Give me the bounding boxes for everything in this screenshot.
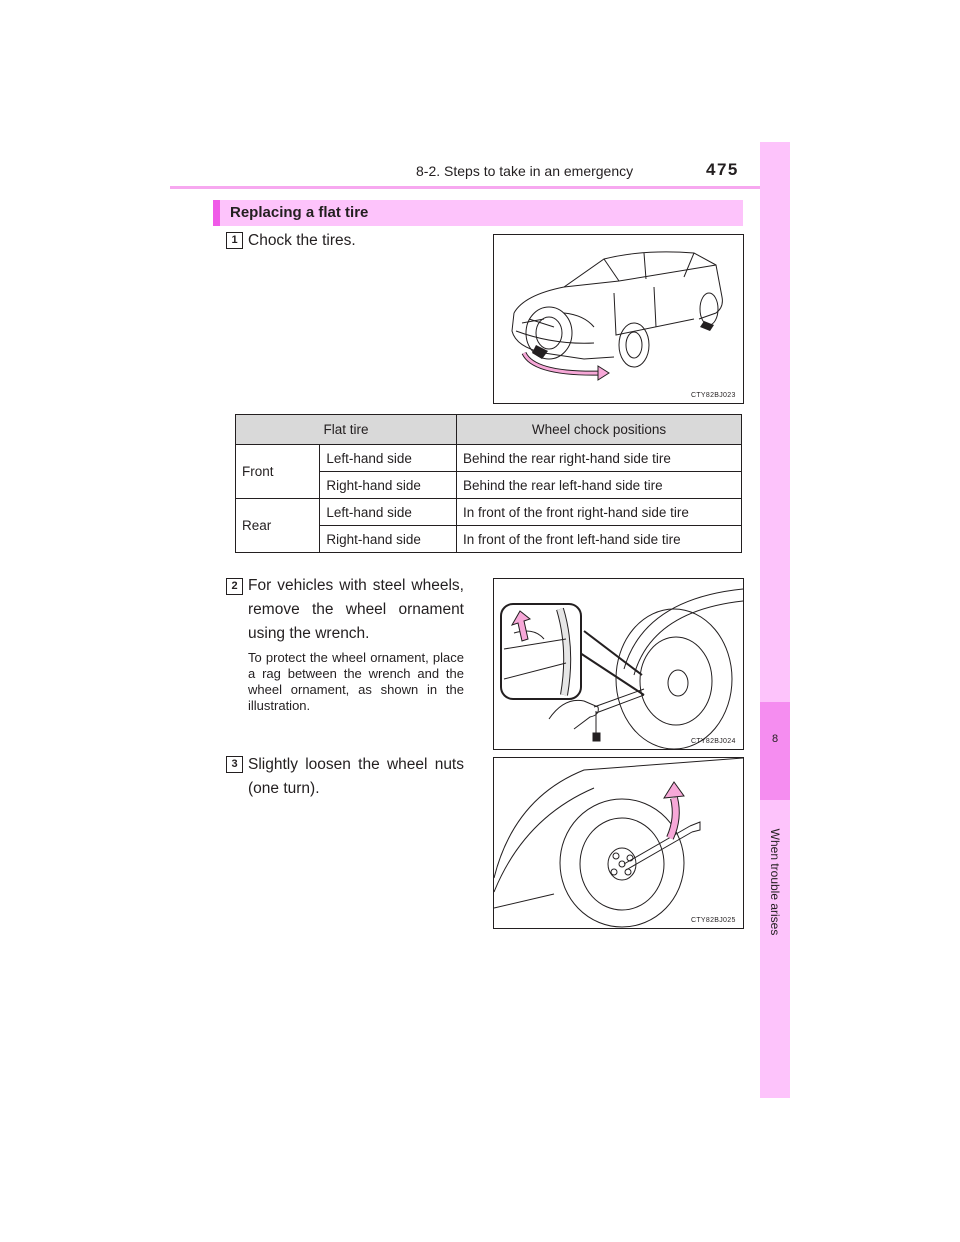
column-header-chock-positions: Wheel chock positions [456,414,742,445]
running-header: 8-2. Steps to take in an emergency [416,163,634,179]
wheel-chock-table: Flat tire Wheel chock positions Front Le… [234,414,742,553]
row-group-front: Front [234,444,321,499]
header-rule [170,186,790,189]
column-header-flat-tire: Flat tire [235,414,457,445]
cell-position: In front of the front left-hand side tir… [456,525,742,553]
section-heading-bar [213,200,220,226]
figure-loosen-nuts: CTY82BJ025 [493,757,744,929]
figure-1-code: CTY82BJ023 [691,392,736,399]
figure-3-code: CTY82BJ025 [691,917,736,924]
cell-position: Behind the rear right-hand side tire [456,444,742,472]
row-group-rear: Rear [234,498,321,553]
page-number: 475 [706,160,739,179]
car-chock-illustration [511,251,723,381]
section-heading [213,200,743,226]
figure-chock-tires: CTY82BJ023 [493,234,744,404]
chapter-title-text: When trouble arises [768,828,782,936]
figure-2-code: CTY82BJ024 [691,738,736,745]
cell-side: Right-hand side [319,525,457,553]
cell-position: Behind the rear left-hand side tire [456,471,742,499]
cell-side: Left-hand side [319,498,457,526]
wheel-nuts-illustration [494,758,743,928]
cell-side: Left-hand side [319,444,457,472]
step-2-note: To protect the wheel ornament, place a r… [248,650,464,713]
table-row: Rear Left-hand side In front of the fron… [234,498,742,553]
figure-remove-ornament: CTY82BJ024 [493,578,744,750]
chapter-tab [760,142,790,1098]
step-1-text: Chock the tires. [248,232,356,249]
table-header-row: Flat tire Wheel chock positions [235,414,742,445]
chapter-title: When trouble arises [760,812,790,952]
table-row: Front Left-hand side Behind the rear rig… [234,444,742,499]
chapter-tab-highlight [760,702,790,800]
cell-side: Right-hand side [319,471,457,499]
chapter-number: 8 [771,733,779,745]
table-row: Right-hand side In front of the front le… [236,525,742,553]
section-title: Replacing a flat tire [230,204,369,221]
step-3-number: 3 [226,756,243,773]
step-2-number: 2 [226,578,243,595]
step-3-text: Slightly loosen the wheel nuts (one turn… [248,756,464,797]
cell-position: In front of the front right-hand side ti… [456,498,742,526]
wheel-ornament-illustration [500,588,743,749]
step-2-text: For vehicles with steel wheels, remove t… [248,577,464,642]
step-1-number: 1 [226,232,243,249]
